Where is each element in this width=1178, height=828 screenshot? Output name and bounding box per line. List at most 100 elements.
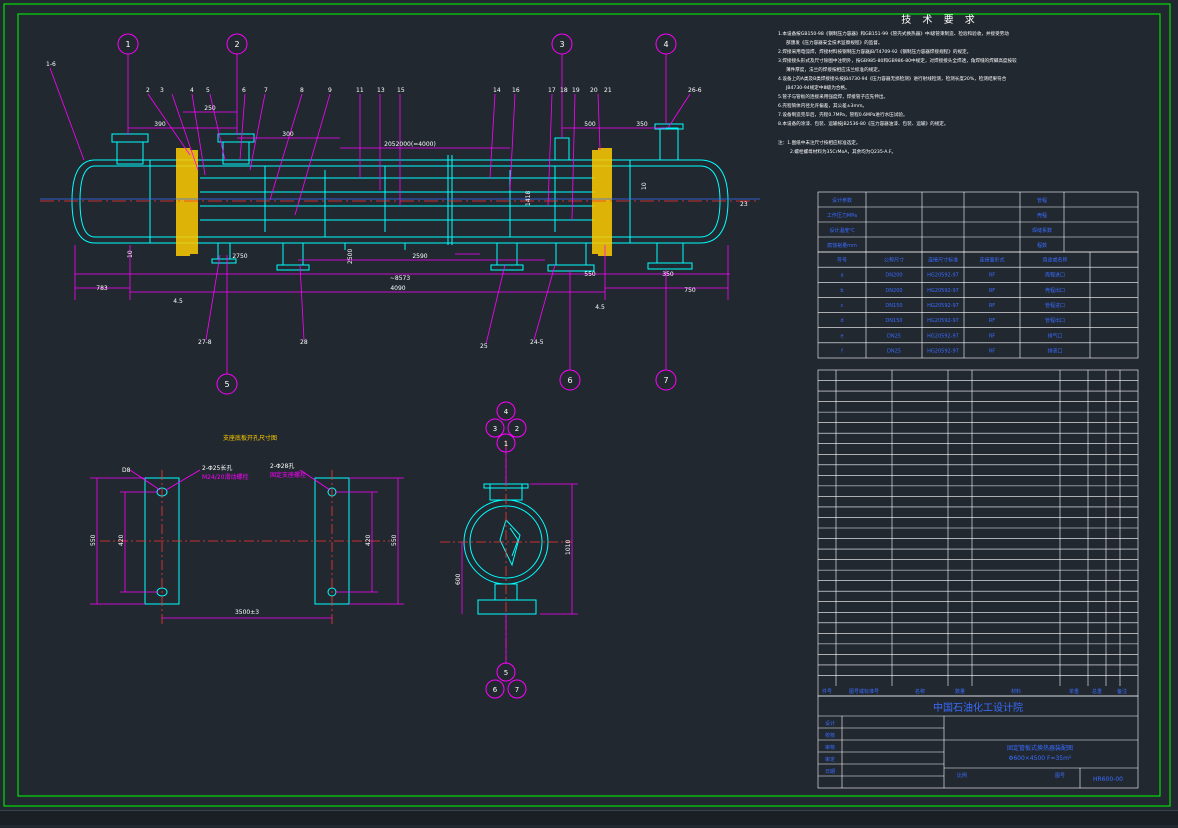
side-bubble: 6 — [493, 686, 498, 694]
callout-leaders — [49, 67, 691, 345]
leader-label: 7 — [264, 87, 268, 94]
nozzle-cell: DN25 — [887, 333, 901, 339]
tech-title: 技 术 要 求 — [901, 13, 979, 26]
nozzle-cell: 壳程出口 — [1045, 287, 1065, 294]
nozzle-cell: RF — [989, 303, 995, 309]
nozzle-header-cell: 连接尺寸标准 — [928, 257, 958, 264]
nozzle-header-cell: 连接面形式 — [979, 257, 1004, 264]
nozzle-cell: HG20592-97 — [927, 348, 959, 354]
dim-1418: 1418 — [525, 191, 532, 206]
title-label: 审定 — [825, 756, 835, 763]
parts-header-cell: 备注 — [1117, 688, 1127, 695]
leader-label: 28 — [300, 339, 308, 346]
leader-label: 21 — [604, 87, 612, 94]
dim-1010: 1010 — [565, 540, 572, 555]
nozzle-header-cell: 符号 — [837, 257, 847, 264]
tech-line: 3.焊接接头形式及尺寸除图中注明外，按GB985-80和GB986-80中规定，… — [778, 57, 1017, 64]
drawing-spec: Φ600×4500 F=35m² — [1009, 755, 1072, 762]
dim-750: 2750 — [232, 253, 247, 260]
dim-783: 783 — [96, 285, 108, 292]
dim-10b: 10 — [641, 182, 648, 190]
side-bubble: 7 — [515, 686, 519, 694]
bubble-7: 7 — [663, 376, 668, 385]
leader-label: 9 — [328, 87, 332, 94]
side-bubble: 5 — [504, 669, 508, 677]
dim-2500: 2500 — [347, 249, 354, 264]
dim-550b: 550 — [391, 534, 398, 546]
dim-10a: 10 — [127, 250, 134, 258]
leader-label: 3 — [160, 87, 164, 94]
parts-header-cell: 图号或标准号 — [849, 688, 879, 695]
nozzle-cell: a — [840, 273, 843, 279]
design-right: 焊缝系数 — [1032, 227, 1052, 234]
drawing-number: HR600-00 — [1093, 776, 1123, 783]
parts-header-cell: 单重 — [1069, 688, 1079, 695]
dim-420a: 420 — [118, 534, 125, 546]
design-label: 腐蚀裕量mm — [827, 242, 857, 249]
parts-header-cell: 数量 — [955, 688, 965, 695]
hole-left-note2: M24/20滑动螺栓 — [202, 473, 248, 481]
right-tables — [817, 191, 1139, 789]
nozzle-cell: 管程出口 — [1045, 317, 1065, 324]
leader-labels: 1-6 2 3 4 5 6 7 8 9 11 13 15 14 16 17 18… — [46, 61, 748, 350]
design-right: 壳程 — [1037, 212, 1047, 219]
dim-8573: ~8573 — [390, 275, 410, 282]
title-label: 设计 — [825, 720, 835, 727]
leader-label: 6 — [242, 87, 246, 94]
parts-header-cell: 名称 — [915, 688, 925, 695]
leader-label: 16 — [512, 87, 520, 94]
nozzle-cell: DN200 — [885, 273, 902, 279]
dim-250: 250 — [204, 105, 216, 112]
dim-3500: 3500±3 — [235, 609, 259, 616]
tech-line: 8.本设备的涂漆、包装、运输按JB2536-80《压力容器油漆、包装、运输》的规… — [778, 120, 949, 127]
leader-label: 17 — [548, 87, 556, 94]
bubble-3: 3 — [559, 40, 564, 49]
hole-left-note: 2-Φ25长孔 — [202, 464, 232, 472]
drawing-name: 固定管板式换热器装配图 — [1007, 744, 1073, 752]
dimension-texts: 390 250 300 2052000(=4000) 500 350 2750 … — [96, 105, 696, 311]
dim-350b: 350 — [662, 271, 674, 278]
leader-label: 4 — [190, 87, 194, 94]
parts-header-cell: 总重 — [1092, 688, 1102, 695]
dim-4.5b: 4.5 — [595, 304, 605, 311]
bubble-4: 4 — [663, 40, 668, 49]
nozzle-header-cell: 用途或名称 — [1042, 257, 1067, 264]
design-right: 程数 — [1037, 242, 1047, 249]
company-name: 中国石油化工设计院 — [933, 701, 1023, 714]
status-bar — [0, 810, 1178, 825]
leader-label: 24-5 — [530, 339, 544, 346]
bubble-1: 1 — [125, 40, 130, 49]
end-view: 1010 600 4 3 2 1 5 6 7 — [440, 401, 578, 699]
tubesheet-hatch — [176, 148, 612, 256]
nozzle-cell: e — [840, 333, 843, 339]
bubble-2: 2 — [234, 40, 239, 49]
leader-label: 8 — [300, 87, 304, 94]
nozzle-cell: HG20592-97 — [927, 333, 959, 339]
nozzle-cell: DN25 — [887, 348, 901, 354]
dim-4090: 4090 — [390, 285, 405, 292]
inner-frame — [17, 13, 1161, 797]
dim-750b: 750 — [684, 287, 696, 294]
dim-420b: 420 — [365, 534, 372, 546]
leader-label: 23 — [740, 201, 748, 208]
side-bubble: 2 — [515, 425, 519, 433]
design-right: 管程 — [1037, 197, 1047, 204]
nozzle-cell: f — [841, 348, 843, 354]
side-bubble: 4 — [504, 408, 509, 416]
nozzle-cell: HG20592-97 — [927, 273, 959, 279]
nozzle-cell: b — [840, 288, 843, 294]
nozzle-cell: RF — [989, 348, 995, 354]
dim-4.5a: 4.5 — [173, 298, 183, 305]
leader-label: 25 — [480, 343, 488, 350]
title-label: 比例 — [957, 772, 967, 779]
bubble-6: 6 — [567, 376, 572, 385]
bubble-5: 5 — [224, 380, 229, 389]
design-label: 设计温度℃ — [829, 227, 855, 234]
dim-500: 500 — [584, 121, 596, 128]
side-bubble: 3 — [493, 425, 497, 433]
dim-300: 300 — [282, 131, 294, 138]
leader-label: 15 — [397, 87, 405, 94]
nozzle-cell: 排液口 — [1047, 347, 1062, 354]
tech-line: 4.设备上的A类及B类焊接接头按JB4730-94《压力容器无损检测》进行射线检… — [778, 75, 1007, 82]
